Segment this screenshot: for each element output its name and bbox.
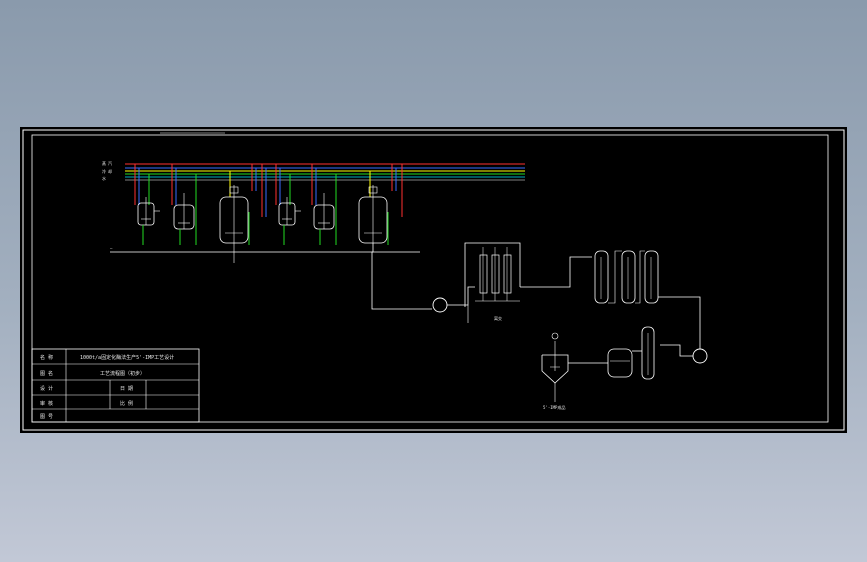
product-label: 5'-IMP成品 — [543, 404, 565, 410]
storage-column — [641, 326, 655, 380]
crystallization-train: 5'-IMP成品 — [541, 326, 708, 410]
seed-tank-4 — [311, 164, 337, 245]
header-label-2: 汽 — [108, 160, 112, 166]
tb-row3-label: 设 计 — [40, 385, 53, 392]
dryer-vessel — [607, 348, 633, 378]
tb-row1-label: 名 称 — [40, 354, 53, 361]
tb-row4-label: 审 核 — [40, 400, 53, 407]
cad-drawing-sheet: 蒸 汽 冷 却 水 — [20, 127, 847, 433]
header-label-4: 却 — [108, 168, 112, 174]
header-label-5: 水 — [102, 175, 106, 181]
crystallizer: 5'-IMP成品 — [541, 332, 569, 410]
seed-tank-2 — [171, 164, 197, 245]
main-fermentor-2 — [358, 164, 397, 245]
utility-header-lines — [125, 163, 525, 181]
seed-tank-1 — [134, 164, 160, 245]
seed-tank-3 — [275, 164, 301, 245]
tb-row1-value: 1000t/a固定化酶法生产5'-IMP工艺设计 — [80, 354, 174, 361]
process-flow-diagram: 蒸 汽 冷 却 水 — [22, 129, 845, 431]
tb-row2-value: 工艺流程图（初步） — [100, 370, 145, 377]
tb-row3-extra-label: 日 期 — [120, 386, 133, 392]
fermentor-group-2 — [275, 164, 403, 245]
header-label-1: 蒸 — [102, 160, 106, 166]
inner-frame — [31, 134, 829, 423]
outer-frame — [22, 129, 845, 431]
header-label-3: 冷 — [102, 168, 106, 174]
tb-row5-label: 图 号 — [40, 414, 53, 420]
header-left-labels: 蒸 汽 冷 却 水 — [102, 160, 112, 181]
pump-2 — [692, 348, 708, 364]
transfer-line — [371, 243, 475, 323]
drain-header-mark: — — [110, 246, 113, 251]
main-fermentor-1 — [219, 164, 257, 263]
pump-1 — [432, 297, 448, 313]
tb-row4-extra-label: 比 例 — [120, 400, 133, 407]
evaporator-columns — [594, 250, 701, 349]
title-block: 名 称 1000t/a固定化酶法生产5'-IMP工艺设计 图 名 工艺流程图（初… — [31, 348, 200, 423]
ion-exchange-columns: 离交 — [464, 242, 592, 321]
fermentor-group-1 — [134, 164, 267, 263]
tb-row2-label: 图 名 — [40, 370, 53, 377]
column-label: 离交 — [494, 315, 502, 321]
